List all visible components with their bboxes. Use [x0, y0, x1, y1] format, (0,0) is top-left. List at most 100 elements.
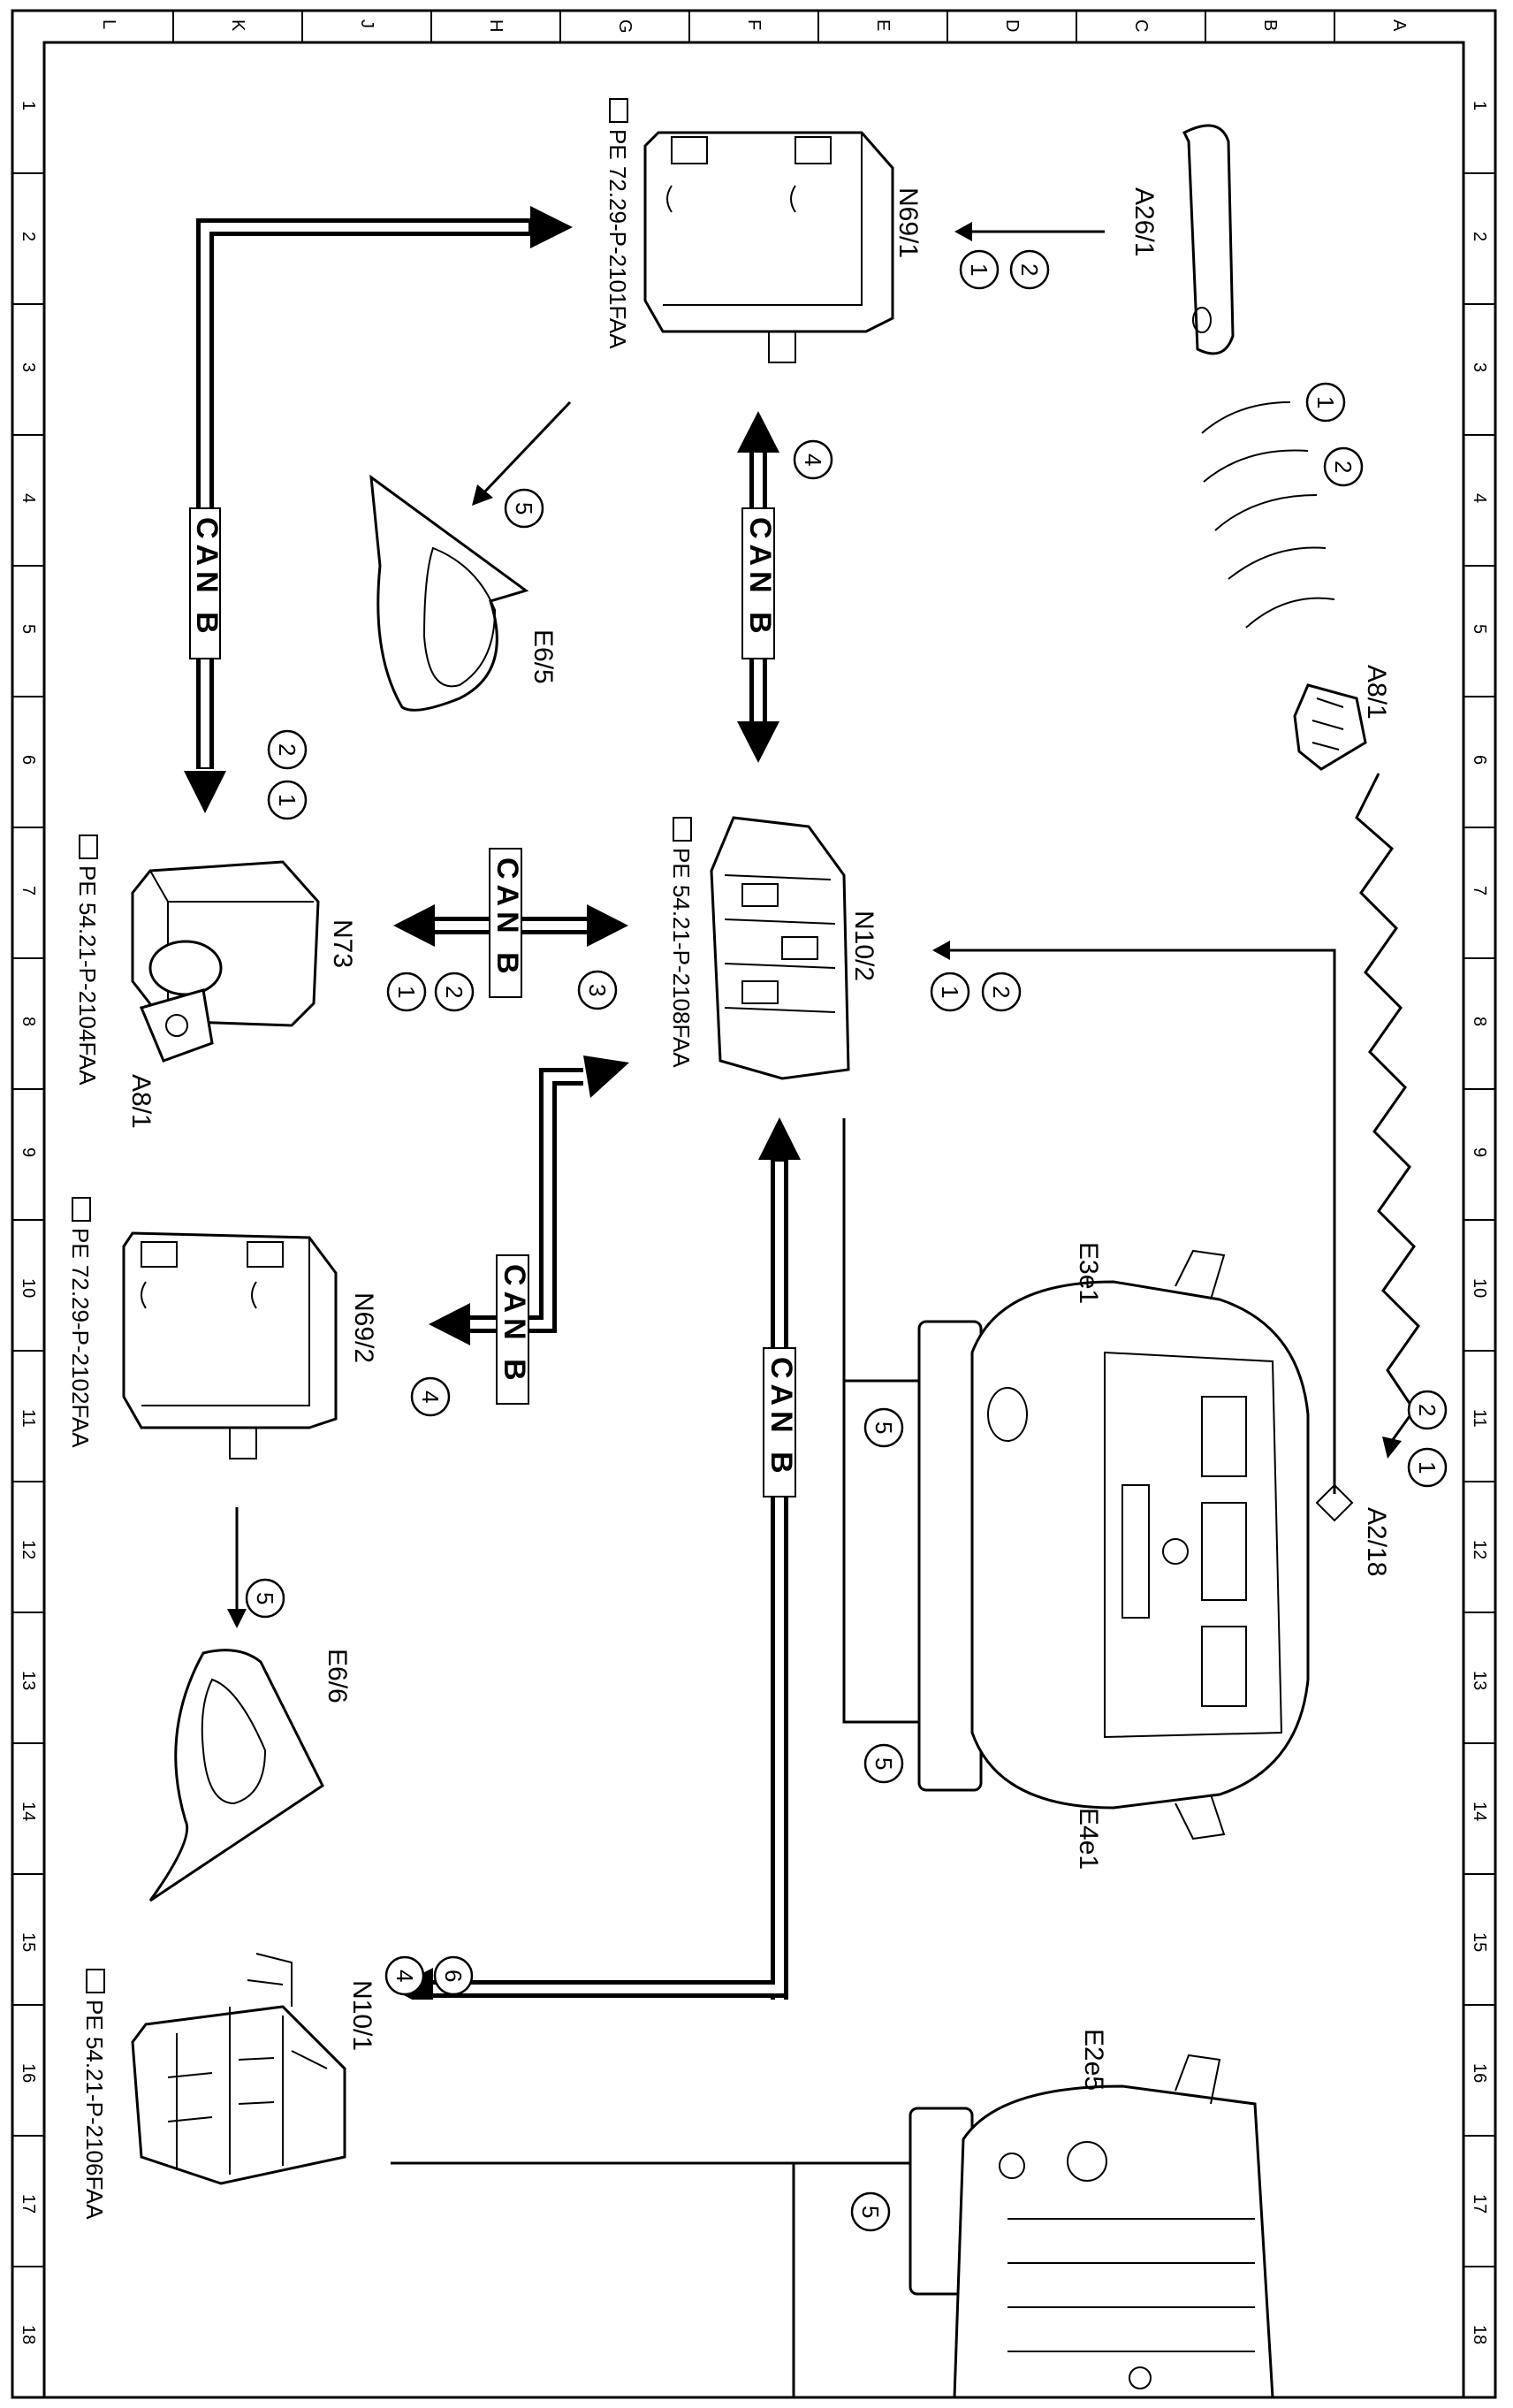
- row-label-left: 12: [19, 1540, 38, 1559]
- tail-mask-2: [760, 2000, 804, 2397]
- step-circle: [850, 2191, 891, 2232]
- column-label: K: [228, 19, 247, 32]
- row-label-right: 3: [1470, 362, 1489, 372]
- tail-mask: [398, 2000, 813, 2408]
- step-number: 1: [274, 794, 300, 806]
- step-circle: [577, 970, 618, 1010]
- step-circle: [433, 1955, 474, 1996]
- inner-frame-final: [42, 41, 1465, 2399]
- wire-n69-1-to-e6-5: [480, 400, 572, 497]
- column-label: A: [1389, 19, 1409, 32]
- label-a8-1-key: A8/1: [126, 1074, 156, 1129]
- row-label-left: 5: [19, 624, 38, 634]
- row-label-left: 18: [19, 2325, 38, 2344]
- step-number: 2: [988, 986, 1015, 998]
- row-label-left: 14: [19, 1802, 38, 1821]
- can-b-text-2: CAN B: [743, 517, 777, 639]
- row-label-right: 13: [1470, 1671, 1489, 1690]
- a26-1-door-handle-icon: [1182, 124, 1235, 355]
- wire-a2-18-to-n10-2: [950, 949, 1336, 1494]
- label-e4e1: E4e1: [1074, 1808, 1103, 1870]
- step-circle: [1407, 1447, 1448, 1488]
- arrowhead-e6-6: [227, 1609, 247, 1628]
- can-b-label-1: CAN B: [189, 507, 224, 659]
- row-label-left: 13: [19, 1671, 38, 1690]
- step-circle: [245, 1578, 285, 1619]
- ref-n69-2: PE 72.29-P-2102FAA: [67, 1197, 94, 1448]
- row-label-right: 4: [1470, 493, 1489, 503]
- arrowhead-up-n69-1: [737, 411, 779, 453]
- column-label: C: [1131, 19, 1151, 32]
- step-number: 4: [392, 1970, 418, 1982]
- ref-n73-text: PE 54.21-P-2104FAA: [74, 865, 101, 1086]
- step-circle: [504, 488, 544, 529]
- label-e6-5: E6/5: [528, 629, 558, 684]
- row-label-left: 1: [19, 101, 38, 110]
- step-circle: [959, 249, 1000, 290]
- n73-ignition-switch-icon: [131, 860, 320, 1063]
- step-circle: [1305, 382, 1346, 423]
- label-n10-1: N10/1: [347, 1980, 376, 2051]
- row-label-right: 17: [1470, 2194, 1489, 2214]
- row-label-right: 2: [1470, 232, 1489, 241]
- step-circle: [930, 972, 970, 1012]
- step-number: 5: [511, 502, 537, 514]
- row-label-right: 7: [1470, 886, 1489, 895]
- row-label-left: 10: [19, 1278, 38, 1298]
- step-number: 2: [1330, 461, 1357, 473]
- n10-2-module-icon: [710, 816, 850, 1080]
- row-label-right: 14: [1470, 1802, 1489, 1821]
- row-label-right: 8: [1470, 1017, 1489, 1026]
- n69-2-module-icon: [122, 1231, 338, 1459]
- step-circle: [267, 780, 308, 820]
- label-a26-1: A26/1: [1129, 187, 1159, 256]
- can-b-label-3: CAN B: [489, 848, 524, 998]
- row-label-left: 9: [19, 1147, 38, 1157]
- label-a2-18: A2/18: [1362, 1507, 1391, 1576]
- e6-5-mirror-icon: [369, 474, 529, 712]
- step-circle: [981, 972, 1022, 1012]
- step-number: 1: [966, 263, 992, 276]
- ref-n73: PE 54.21-P-2104FAA: [74, 834, 101, 1086]
- radio-wave-2: [1203, 449, 1309, 483]
- arrowhead-to-n73: [184, 771, 226, 813]
- step-number: 4: [417, 1391, 444, 1403]
- step-circle: [1009, 249, 1050, 290]
- label-n10-2: N10/2: [849, 911, 878, 981]
- arrowhead-to-n69-1: [530, 206, 573, 248]
- row-label-right: 15: [1470, 1932, 1489, 1952]
- step-number: 4: [800, 453, 826, 466]
- can-b-label-4: CAN B: [496, 1254, 531, 1405]
- arrowhead-down-n10-2: [737, 721, 779, 763]
- can-b-text-5: CAN B: [764, 1357, 798, 1479]
- step-number: 1: [1414, 1461, 1441, 1474]
- step-circle: [863, 1743, 904, 1784]
- row-label-right: 1: [1470, 101, 1489, 110]
- step-number: 2: [441, 986, 468, 998]
- row-label-left: 15: [19, 1932, 38, 1952]
- can-b-label-5: CAN B: [763, 1347, 798, 1497]
- label-n69-1: N69/1: [893, 187, 923, 258]
- label-e3e1: E3e1: [1074, 1242, 1103, 1304]
- arrowhead-to-n10-2-diagonal: [583, 1055, 629, 1098]
- step-number: 2: [274, 743, 300, 756]
- car-front-icon: [909, 2054, 1274, 2399]
- arrowhead-e6-5: [472, 484, 493, 506]
- ref-n69-1-text: PE 72.29-P-2101FAA: [604, 129, 631, 349]
- step-number: 3: [584, 984, 611, 996]
- step-circle: [386, 972, 427, 1012]
- column-label: B: [1260, 19, 1280, 31]
- ref-n10-1-text: PE 54.21-P-2106FAA: [81, 2000, 108, 2220]
- column-label: D: [1002, 19, 1022, 32]
- step-circle: [863, 1407, 904, 1448]
- row-label-left: 2: [19, 232, 38, 241]
- label-e6-6: E6/6: [323, 1649, 352, 1703]
- row-label-left: 6: [19, 755, 38, 765]
- column-label: E: [873, 19, 893, 31]
- row-label-left: 7: [19, 886, 38, 895]
- row-label-right: 10: [1470, 1278, 1489, 1298]
- column-label: F: [744, 19, 764, 30]
- row-label-right: 5: [1470, 624, 1489, 634]
